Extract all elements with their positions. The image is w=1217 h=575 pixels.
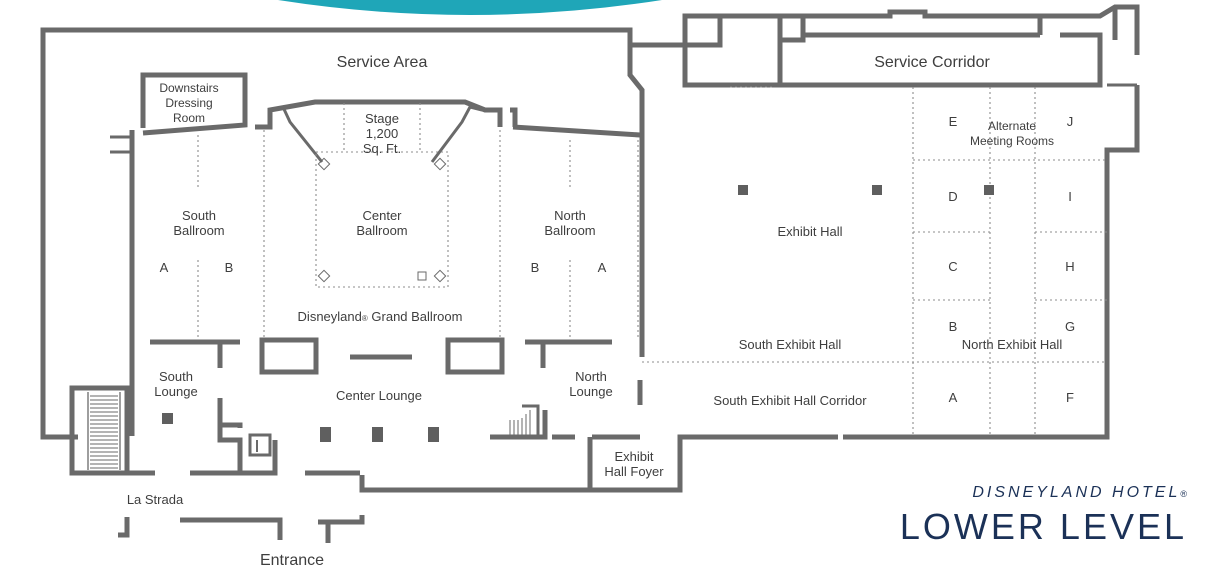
partition-lines [197,86,1107,434]
header-arc-decoration [278,0,662,15]
label-stage-1: Stage [365,111,399,126]
label-stage-2: 1,200 [366,126,399,141]
pillars [162,185,994,442]
label-north-lounge-2: Lounge [569,384,612,399]
level-title: LOWER LEVEL [899,506,1187,547]
label-center-lounge: Center Lounge [336,388,422,403]
label-north-exhibit-hall: North Exhibit Hall [962,337,1063,352]
label-grand-ballroom: Disneyland® Grand Ballroom [298,309,463,324]
label-south-exhibit-hall: South Exhibit Hall [739,337,842,352]
label-exhibit-hall-foyer-2: Hall Foyer [604,464,664,479]
label-room-d: D [948,189,957,204]
label-room-j: J [1067,114,1074,129]
label-service-corridor: Service Corridor [874,54,990,71]
walls [40,4,1140,543]
label-room-c: C [948,259,957,274]
label-north-ballroom-b: B [531,260,540,275]
label-south-ballroom-a: A [160,260,169,275]
label-dressing-room-1: Downstairs [159,81,218,95]
label-room-e: E [949,114,958,129]
label-la-strada: La Strada [127,492,184,507]
stage-markers [317,157,447,283]
label-exhibit-hall-foyer-1: Exhibit [614,449,653,464]
label-north-ballroom-a: A [598,260,607,275]
label-entrance: Entrance [260,552,324,569]
label-exhibit-hall: Exhibit Hall [777,224,842,239]
label-room-h: H [1065,259,1074,274]
label-south-lounge-1: South [159,369,193,384]
label-south-lounge-2: Lounge [154,384,197,399]
label-room-f: F [1066,390,1074,405]
label-south-ballroom-2: Ballroom [173,223,224,238]
label-north-ballroom-1: North [554,208,586,223]
label-room-a: A [949,390,958,405]
label-alternate-meeting-rooms-1: Alternate [988,119,1036,133]
label-north-ballroom-2: Ballroom [544,223,595,238]
label-south-ballroom-1: South [182,208,216,223]
label-room-i: I [1068,189,1072,204]
brand-name: DISNEYLAND HOTEL® [972,484,1187,501]
label-north-lounge-1: North [575,369,607,384]
label-room-b: B [949,319,958,334]
label-stage-3: Sq. Ft. [363,141,401,156]
label-dressing-room-2: Dressing [165,96,212,110]
label-south-exhibit-hall-corridor: South Exhibit Hall Corridor [713,393,867,408]
label-room-g: G [1065,319,1075,334]
label-alternate-meeting-rooms-2: Meeting Rooms [970,134,1054,148]
label-center-ballroom-2: Ballroom [356,223,407,238]
label-dressing-room-3: Room [173,111,205,125]
label-south-ballroom-b: B [225,260,234,275]
label-service-area: Service Area [337,54,428,71]
label-center-ballroom-1: Center [362,208,402,223]
room-labels: Service Area Service Corridor Downstairs… [127,54,1075,569]
